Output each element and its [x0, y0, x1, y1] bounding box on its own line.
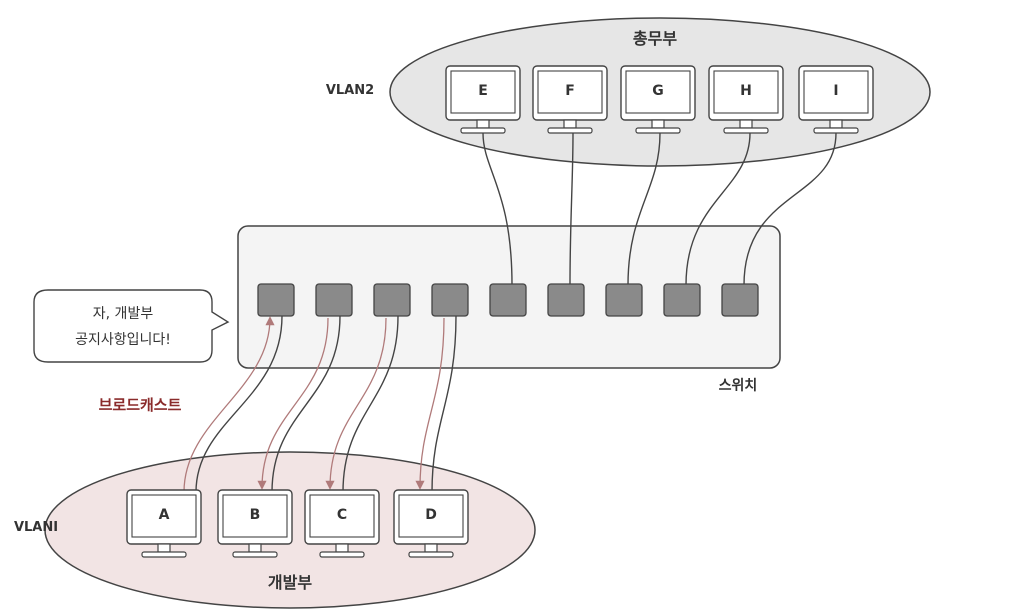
monitor-neck — [739, 119, 753, 129]
monitor-base — [635, 127, 681, 134]
monitor-f: F — [532, 65, 608, 134]
vlan2-cables — [482, 132, 837, 286]
monitor-c: C — [304, 489, 380, 558]
monitor-neck — [476, 119, 490, 129]
monitor-label-f: F — [565, 83, 575, 99]
switch-port-7 — [605, 283, 643, 317]
monitor-base — [813, 127, 859, 134]
monitor-label-d: D — [425, 507, 437, 523]
monitor-base — [141, 551, 187, 558]
monitor-neck — [335, 543, 349, 553]
monitor-neck — [829, 119, 843, 129]
cable-e — [482, 132, 513, 286]
switch-port-3 — [373, 283, 411, 317]
switch-port-6 — [547, 283, 585, 317]
broadcast-arrow-c — [325, 317, 387, 490]
cable-d — [431, 315, 457, 493]
cable-b — [271, 315, 341, 493]
vlan2-group-name: 총무부 — [633, 29, 677, 48]
speech-bubble-line1: 자, 개발부 — [93, 306, 154, 322]
monitor-g: G — [620, 65, 696, 134]
monitor-screen — [398, 494, 464, 538]
monitor-label-i: I — [833, 83, 838, 99]
monitor-label-b: B — [250, 507, 261, 523]
monitor-base — [547, 127, 593, 134]
monitor-neck — [157, 543, 171, 553]
switch-label: 스위치 — [719, 378, 758, 394]
vlan1-cables — [195, 315, 457, 493]
switch-port-8 — [663, 283, 701, 317]
vlan1-label: VLANI — [14, 520, 58, 535]
speech-bubble-line2: 공지사항입니다! — [75, 332, 171, 348]
monitor-neck — [563, 119, 577, 129]
monitor-i: I — [798, 65, 874, 134]
switch-port-1 — [257, 283, 295, 317]
switch-port-5 — [489, 283, 527, 317]
monitor-screen — [537, 70, 603, 114]
monitor-e: E — [445, 65, 521, 134]
broadcast-arrows — [183, 316, 445, 493]
switch-port-4 — [431, 283, 469, 317]
monitor-b: B — [217, 489, 293, 558]
broadcast-arrow-b — [257, 317, 329, 490]
monitor-label-h: H — [740, 83, 752, 99]
monitor-label-a: A — [159, 507, 170, 523]
vlan2-label: VLAN2 — [326, 83, 374, 98]
monitor-neck — [651, 119, 665, 129]
switch-port-2 — [315, 283, 353, 317]
cable-h — [685, 132, 751, 286]
broadcast-arrow-d — [415, 317, 445, 490]
monitor-label-c: C — [337, 507, 347, 523]
monitor-neck — [248, 543, 262, 553]
monitor-screen — [450, 70, 516, 114]
monitor-base — [723, 127, 769, 134]
monitor-screen — [713, 70, 779, 114]
monitor-screen — [131, 494, 197, 538]
monitor-a: A — [126, 489, 202, 558]
vlan1-group-name: 개발부 — [268, 573, 312, 592]
monitor-base — [319, 551, 365, 558]
monitor-screen — [222, 494, 288, 538]
monitor-base — [408, 551, 454, 558]
switch-port-9 — [721, 283, 759, 317]
monitor-label-e: E — [478, 83, 488, 99]
cable-g — [627, 132, 661, 286]
monitor-h: H — [708, 65, 784, 134]
switch-ports — [257, 283, 759, 317]
broadcast-arrow-a-up — [183, 316, 275, 493]
cable-c — [342, 315, 399, 493]
monitor-screen — [803, 70, 869, 114]
cable-i — [743, 132, 837, 286]
monitor-screen — [625, 70, 691, 114]
cable-a — [195, 315, 283, 493]
monitor-screen — [309, 494, 375, 538]
monitor-label-g: G — [652, 83, 664, 99]
monitor-base — [232, 551, 278, 558]
speech-bubble: 자, 개발부 공지사항입니다! — [33, 289, 230, 363]
monitor-d: D — [393, 489, 469, 558]
monitor-neck — [424, 543, 438, 553]
broadcast-label: 브로드캐스트 — [99, 396, 182, 414]
cable-f — [569, 132, 574, 286]
monitor-base — [460, 127, 506, 134]
